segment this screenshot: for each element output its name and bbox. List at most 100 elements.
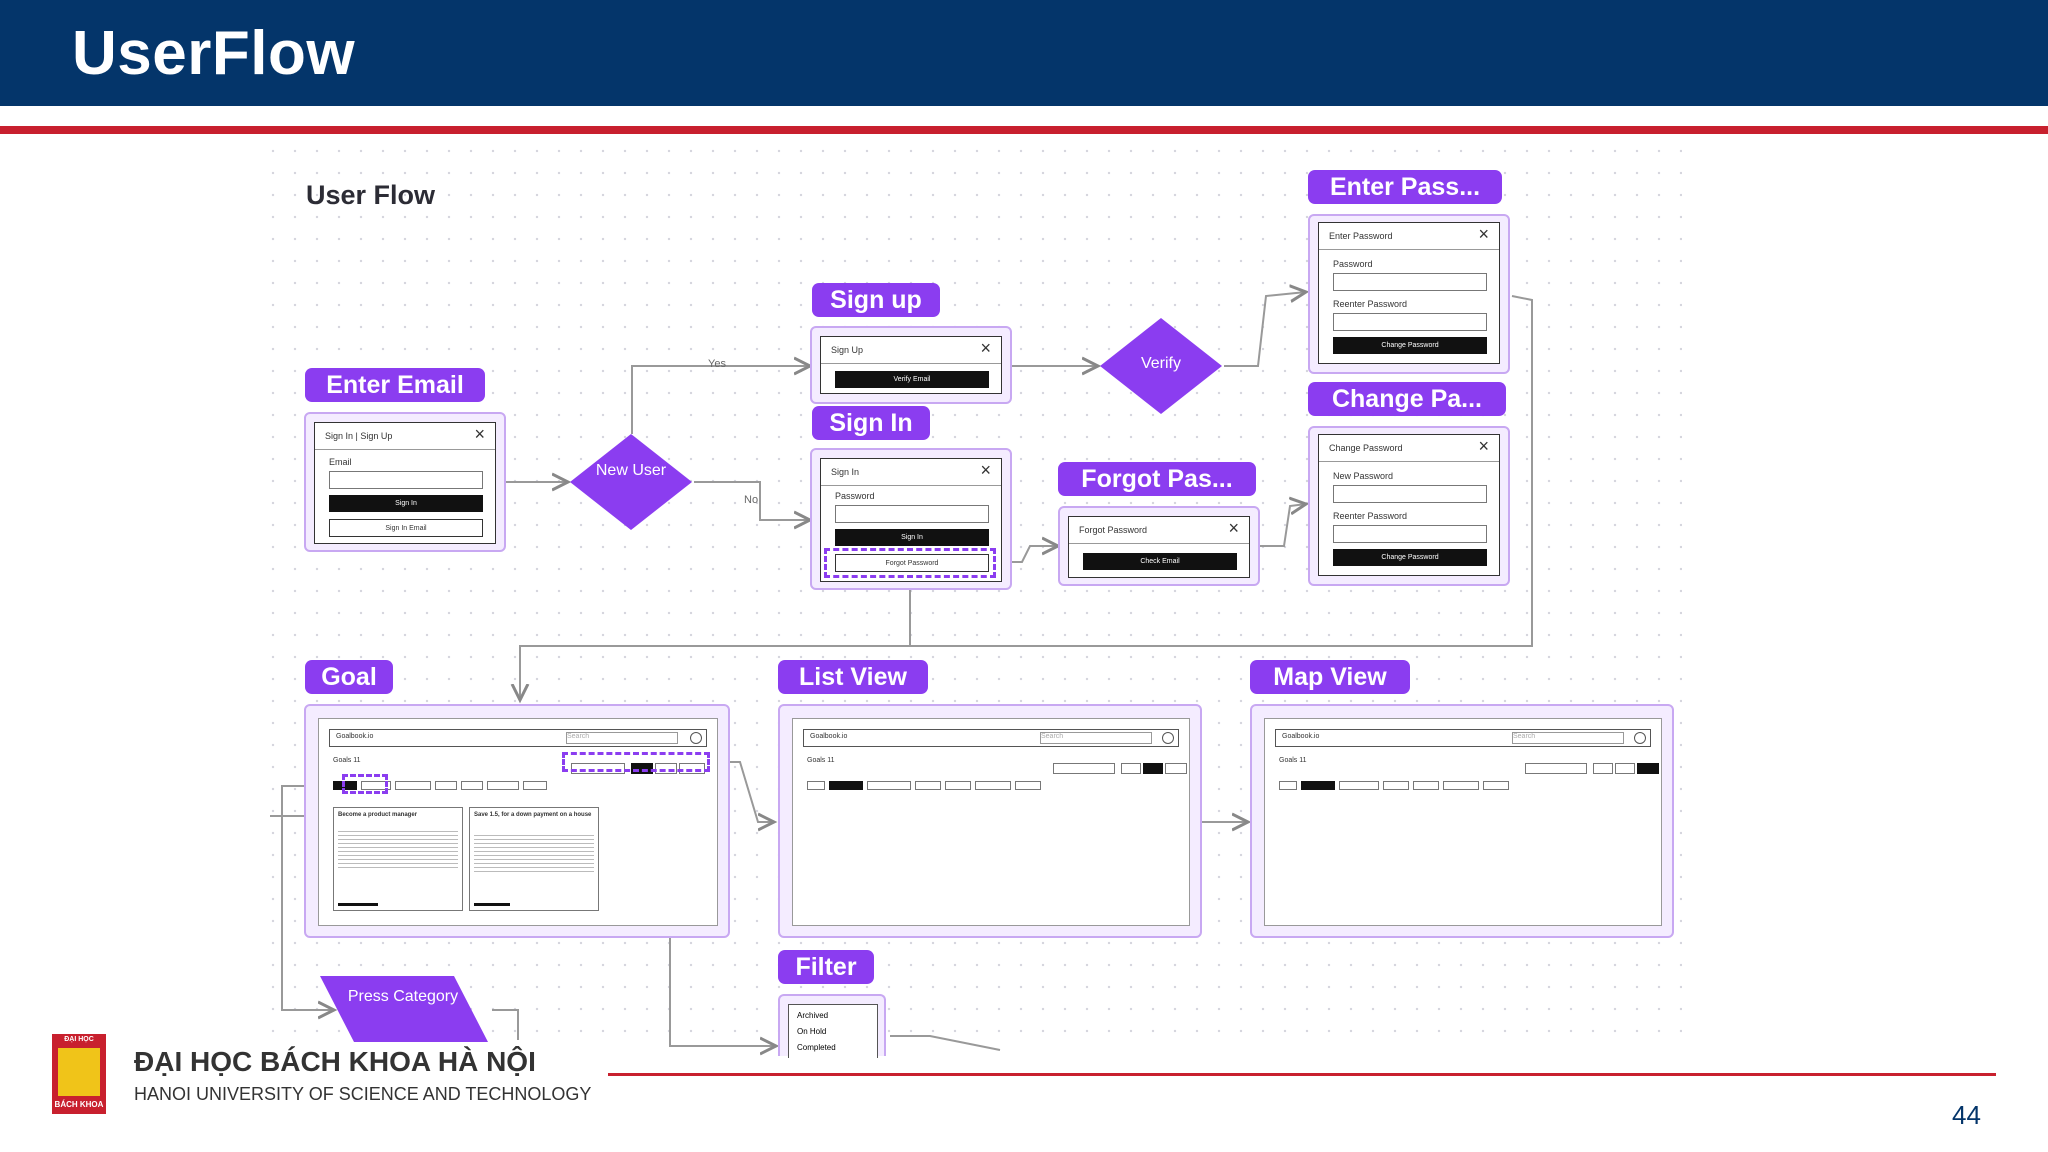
view-list-button[interactable]	[655, 763, 677, 774]
card-change-password: Change Password × New Password Reenter P…	[1318, 434, 1500, 576]
frame-enter-password: Enter Password × Password Reenter Passwo…	[1308, 214, 1510, 374]
reenter-password-input[interactable]	[1333, 525, 1487, 543]
chip-mental[interactable]	[523, 781, 547, 790]
change-password-button[interactable]: Change Password	[1333, 549, 1487, 566]
new-password-label: New Password	[1333, 471, 1394, 481]
screen-goal: Goalbook.io Search Goals 11 Become a pro…	[318, 718, 718, 926]
chip-mental[interactable]	[1015, 781, 1041, 790]
card-title: Sign Up	[831, 345, 864, 355]
search-input[interactable]: Search	[1512, 732, 1624, 744]
sign-in-button[interactable]: Sign In	[835, 529, 989, 546]
close-icon[interactable]: ×	[1228, 518, 1239, 538]
chip-all[interactable]	[333, 781, 357, 790]
app-name: Goalbook.io	[336, 733, 374, 740]
check-email-button[interactable]: Check Email	[1083, 553, 1237, 570]
sign-in-button[interactable]: Sign In	[329, 495, 483, 512]
new-password-input[interactable]	[1333, 485, 1487, 503]
chip-health[interactable]	[1383, 781, 1409, 790]
chip-health[interactable]	[435, 781, 457, 790]
view-map-button[interactable]	[1637, 763, 1659, 774]
close-icon[interactable]: ×	[1478, 436, 1489, 456]
tag-change-pa: Change Pa...	[1308, 382, 1506, 416]
chip-career[interactable]	[829, 781, 863, 790]
page-number: 44	[1952, 1100, 1981, 1130]
app-name: Goalbook.io	[810, 733, 848, 740]
close-icon[interactable]: ×	[980, 460, 991, 480]
forgot-password-button[interactable]: Forgot Password	[835, 554, 989, 572]
decision-new-user	[570, 434, 692, 530]
chip-personal[interactable]	[395, 781, 431, 790]
filter-select[interactable]	[1525, 763, 1587, 774]
password-label: Password	[1333, 259, 1373, 269]
view-grid-button[interactable]	[1593, 763, 1613, 774]
change-password-button[interactable]: Change Password	[1333, 337, 1487, 354]
header-divider	[0, 126, 2048, 134]
chip-personal[interactable]	[867, 781, 911, 790]
chip-career[interactable]	[1301, 781, 1335, 790]
tag-goal: Goal	[305, 660, 393, 694]
chip-family[interactable]	[461, 781, 483, 790]
frame-goal: Goalbook.io Search Goals 11 Become a pro…	[304, 704, 730, 938]
view-map-button[interactable]	[679, 763, 705, 774]
chip-health[interactable]	[915, 781, 941, 790]
app-name: Goalbook.io	[1282, 733, 1320, 740]
card-title: Enter Password	[1329, 231, 1393, 241]
chip-personal[interactable]	[1339, 781, 1379, 790]
avatar[interactable]	[1162, 732, 1174, 744]
goal-card-title: Become a product manager	[338, 812, 418, 818]
frame-forgot-password: Forgot Password × Check Email	[1058, 506, 1260, 586]
chip-career[interactable]	[361, 781, 391, 790]
view-grid-button[interactable]	[631, 763, 653, 774]
sign-in-email-button[interactable]: Sign In Email	[329, 519, 483, 537]
chip-finance[interactable]	[1443, 781, 1479, 790]
card-sign-in-sign-up: Sign In | Sign Up × Email Sign In Sign I…	[314, 422, 496, 544]
filter-option[interactable]: Archived	[797, 1011, 829, 1020]
view-grid-button[interactable]	[1121, 763, 1141, 774]
filter-select[interactable]	[571, 763, 625, 774]
view-list-button[interactable]	[1615, 763, 1635, 774]
chip-family[interactable]	[945, 781, 971, 790]
university-name-vi: ĐẠI HỌC BÁCH KHOA HÀ NỘI	[134, 1046, 536, 1077]
app-navbar: Goalbook.io Search	[329, 729, 707, 747]
view-map-button[interactable]	[1165, 763, 1187, 774]
chip-all[interactable]	[1279, 781, 1297, 790]
goals-count: Goals 11	[807, 757, 835, 764]
edge-label-yes: Yes	[708, 358, 726, 370]
card-title: Forgot Password	[1079, 525, 1148, 535]
goal-card[interactable]: Become a product manager	[333, 807, 463, 911]
close-icon[interactable]: ×	[980, 338, 991, 358]
password-input[interactable]	[1333, 273, 1487, 291]
password-label: Password	[835, 491, 875, 501]
decision-verify	[1100, 318, 1222, 414]
search-input[interactable]: Search	[566, 732, 678, 744]
filter-select[interactable]	[1053, 763, 1115, 774]
card-title: Change Password	[1329, 443, 1403, 453]
chip-mental[interactable]	[1483, 781, 1509, 790]
chip-family[interactable]	[1413, 781, 1439, 790]
tag-list-view: List View	[778, 660, 928, 694]
email-input[interactable]	[329, 471, 483, 489]
tag-sign-up: Sign up	[812, 283, 940, 317]
chip-finance[interactable]	[487, 781, 519, 790]
close-icon[interactable]: ×	[1478, 224, 1489, 244]
verify-email-button[interactable]: Verify Email	[835, 371, 989, 388]
filter-option[interactable]: Completed	[797, 1043, 836, 1052]
password-input[interactable]	[835, 505, 989, 523]
highlight-category-chip	[342, 774, 388, 794]
view-list-button[interactable]	[1143, 763, 1163, 774]
decision-new-user-label: New User	[595, 462, 667, 479]
progress-bar	[474, 903, 510, 906]
search-input[interactable]: Search	[1040, 732, 1152, 744]
reenter-password-input[interactable]	[1333, 313, 1487, 331]
avatar[interactable]	[1634, 732, 1646, 744]
avatar[interactable]	[690, 732, 702, 744]
progress-bar	[338, 903, 378, 906]
screen-map-view: Goalbook.io Search Goals 11	[1264, 718, 1662, 926]
chip-all[interactable]	[807, 781, 825, 790]
filter-option[interactable]: On Hold	[797, 1027, 827, 1036]
close-icon[interactable]: ×	[474, 424, 485, 444]
chip-finance[interactable]	[975, 781, 1011, 790]
tag-forgot-pas: Forgot Pas...	[1058, 462, 1256, 496]
card-enter-password: Enter Password × Password Reenter Passwo…	[1318, 222, 1500, 364]
goal-card[interactable]: Save 1.5, for a down payment on a house	[469, 807, 599, 911]
